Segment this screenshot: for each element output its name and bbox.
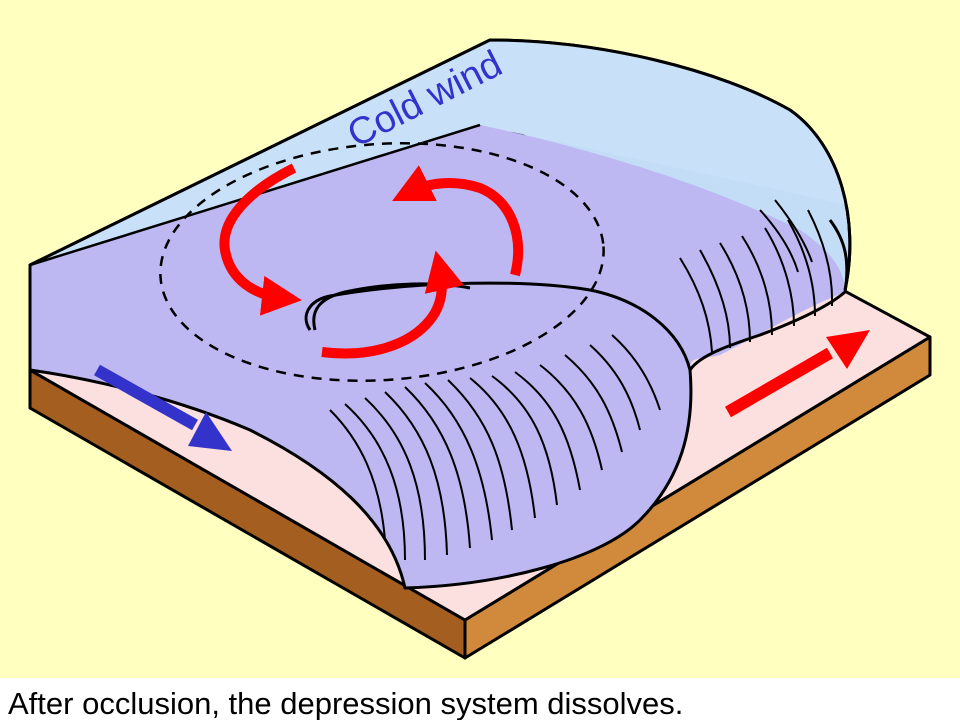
depression-circle [159, 142, 605, 382]
swirl-arrow-bottom [321, 250, 464, 359]
cold-air-outline [28, 38, 852, 370]
warm-wind-arrow-icon [724, 330, 870, 418]
cold-air-top [30, 40, 848, 265]
occlusion-diagram: Cold wind [0, 0, 960, 678]
front-hatching-left [329, 334, 661, 561]
cold-air-bulge-right [688, 219, 849, 371]
front-hatching-right [679, 199, 834, 353]
caption: After occlusion, the depression system d… [0, 678, 960, 720]
swirl-arrow-left [219, 163, 302, 316]
swirl-arrow-top [392, 165, 524, 277]
cold-wind-arrow-icon [94, 364, 232, 451]
